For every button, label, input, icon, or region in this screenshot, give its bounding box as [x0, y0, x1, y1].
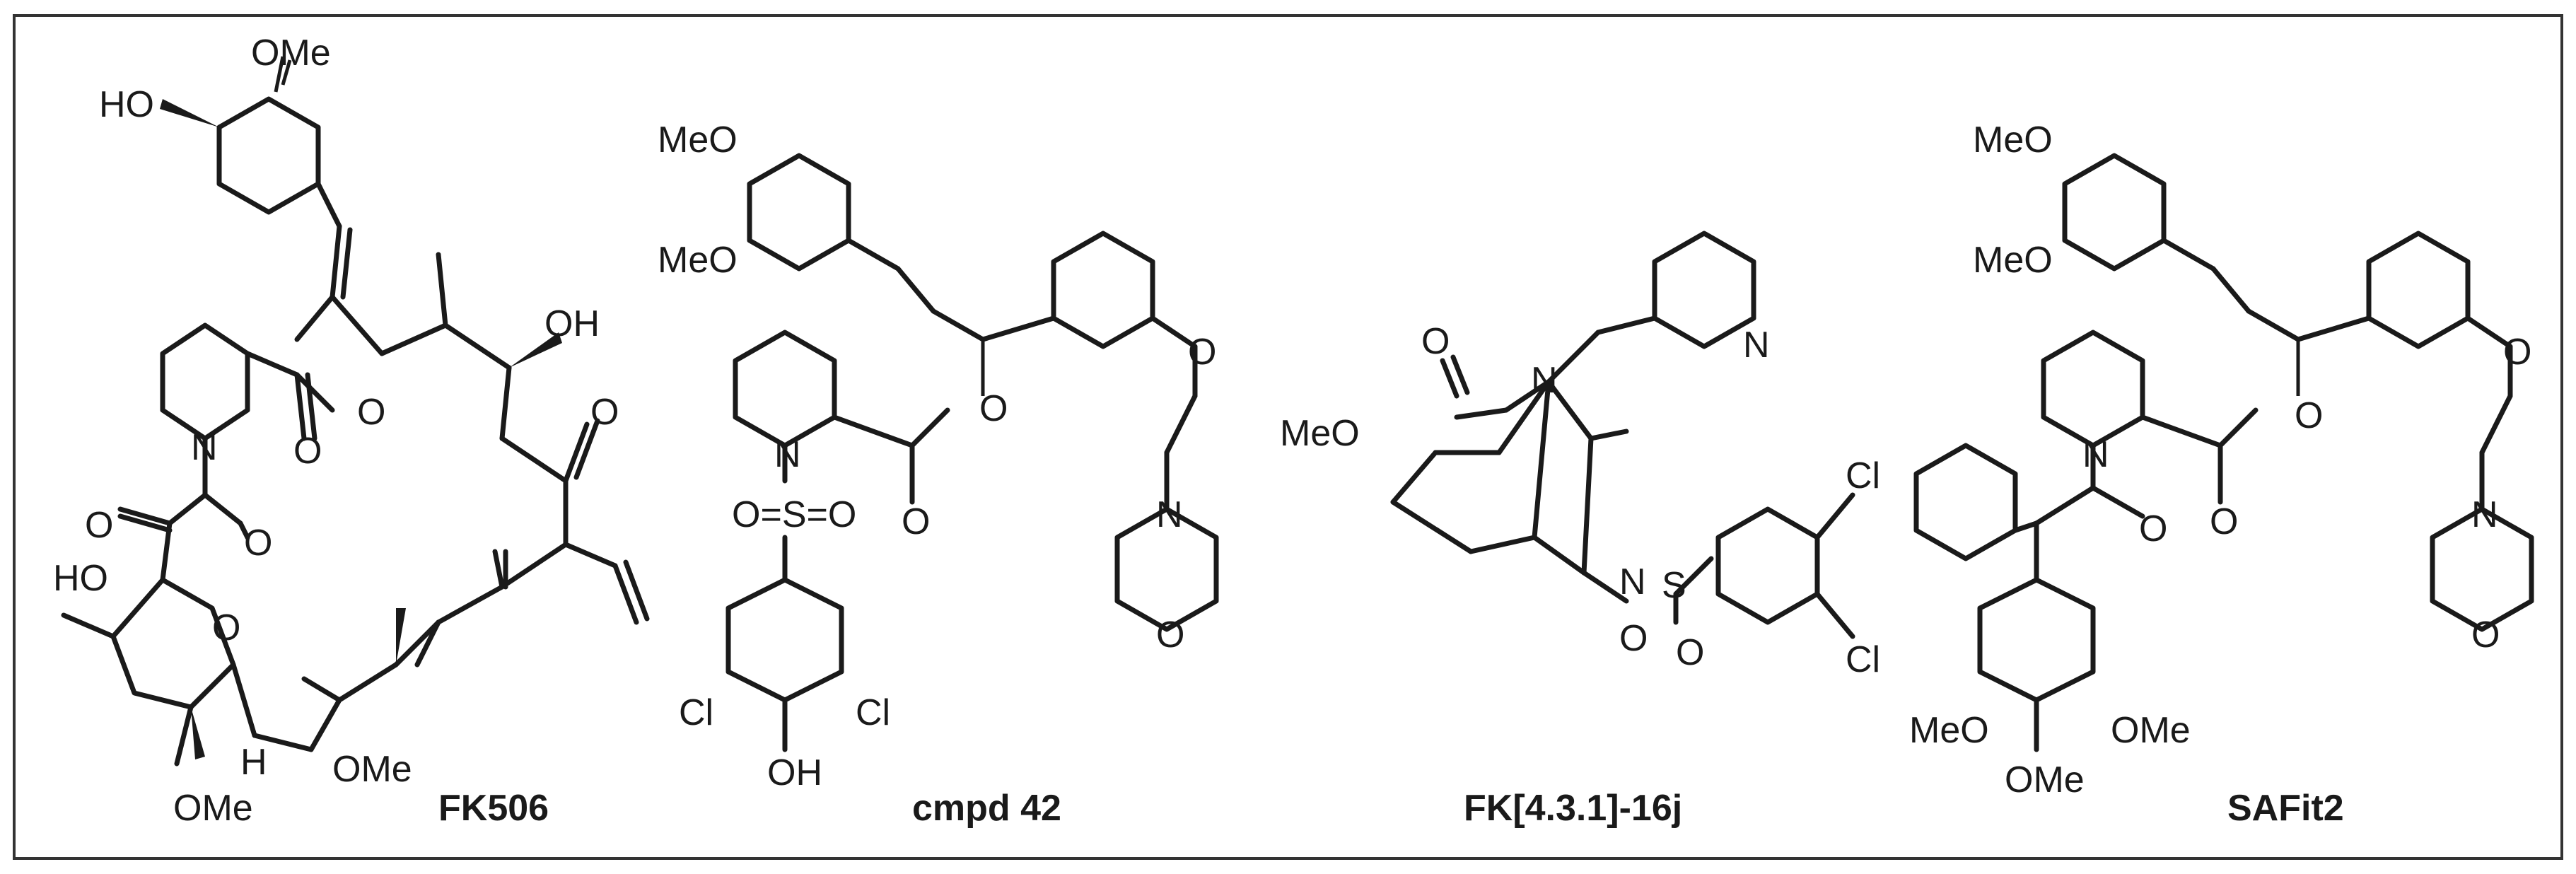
cmpd42-chlorine-left: Cl: [679, 692, 713, 733]
fk431-16j-structure: N O N MeO N S O O Cl Cl FK[4.3.1]-16j: [1280, 231, 1880, 829]
safit2-structure: MeO MeO O O N O O N O MeO OMe OMe SAFit2: [1909, 120, 2534, 829]
figure-border: [13, 14, 2563, 860]
fk506-methoxy-top: OMe: [251, 33, 331, 74]
fk506-amide-oxygen-left: O: [85, 505, 113, 546]
cmpd42-methoxy-top: MeO: [658, 120, 738, 161]
safit2-methoxy-right: OMe: [2111, 710, 2191, 751]
safit2-piperidine-nitrogen: N: [2082, 434, 2109, 475]
fk506-methoxy-bottom: OMe: [173, 788, 253, 829]
safit2-ether-oxygen: O: [2503, 332, 2531, 373]
fk506-hydroxy-lower: HO: [53, 558, 108, 599]
fk431-chlorine-bottom: Cl: [1846, 639, 1880, 680]
safit2-methoxy-second: MeO: [1973, 240, 2053, 281]
safit2-morpholine-nitrogen: N: [2471, 494, 2498, 535]
cmpd42-methoxy-second: MeO: [658, 240, 738, 281]
fk431-amide-oxygen: O: [1421, 321, 1450, 362]
cmpd42-chlorine-right: Cl: [856, 692, 890, 733]
fk506-amide-oxygen-right: O: [244, 523, 272, 564]
cmpd42-ether-oxygen: O: [1188, 332, 1216, 373]
safit2-morpholine-oxygen: O: [2471, 614, 2500, 656]
fk431-chlorine-top: Cl: [1846, 455, 1880, 496]
cmpd42-hydroxy: OH: [767, 752, 822, 793]
fk506-ring-oxygen: O: [357, 392, 385, 433]
fk506-label: FK506: [438, 788, 549, 829]
fk431-methoxy: MeO: [1280, 413, 1360, 454]
safit2-ester-oxygen: O: [2295, 395, 2323, 436]
cmpd42-sulfonyl: O=S=O: [732, 494, 856, 535]
cmpd42-ester-oxygen: O: [979, 388, 1008, 429]
fk506-structure: HO OMe OH O O O N O O HO O H OMe OMe FK5…: [53, 33, 650, 829]
cmpd42-morpholine-oxygen: O: [1156, 614, 1184, 656]
safit2-methoxy-top: MeO: [1973, 120, 2053, 161]
fk506-hydrogen: H: [240, 742, 267, 783]
fk431-16j-label: FK[4.3.1]-16j: [1464, 788, 1682, 829]
safit2-methoxy-bottom: OMe: [2005, 759, 2085, 800]
cmpd42-piperidine-nitrogen: N: [774, 434, 801, 475]
fk506-hydroxy-top: HO: [99, 84, 154, 125]
fk506-pyran-oxygen: O: [212, 607, 240, 648]
fk506-nitrogen: N: [191, 427, 218, 468]
fk506-hydroxy-right: OH: [544, 303, 600, 344]
fk431-sulfonyl-oxygen-left: O: [1619, 618, 1648, 659]
cmpd42-label: cmpd 42: [912, 788, 1061, 829]
fk506-methoxy-middle: OMe: [332, 749, 412, 790]
safit2-amide-oxygen: O: [2139, 508, 2167, 549]
cmpd42-carbonyl-oxygen: O: [902, 501, 930, 542]
fk431-pyridine-nitrogen: N: [1743, 325, 1770, 366]
fk506-ketone-oxygen: O: [590, 392, 619, 433]
cmpd42-morpholine-nitrogen: N: [1156, 494, 1183, 535]
safit2-label: SAFit2: [2227, 788, 2344, 829]
fk431-sulfonyl-oxygen-right: O: [1676, 632, 1704, 673]
safit2-methoxy-left: MeO: [1909, 710, 1989, 751]
fk431-amide-nitrogen: N: [1531, 360, 1558, 401]
cmpd42-structure: MeO MeO O O N O O=S=O N O Cl Cl OH cmpd …: [658, 120, 1219, 829]
fk431-sulfur: S: [1662, 565, 1686, 606]
fk431-bridge-nitrogen: N: [1619, 561, 1646, 602]
fk506-ester-oxygen: O: [293, 431, 322, 472]
safit2-carbonyl-oxygen: O: [2210, 501, 2238, 542]
